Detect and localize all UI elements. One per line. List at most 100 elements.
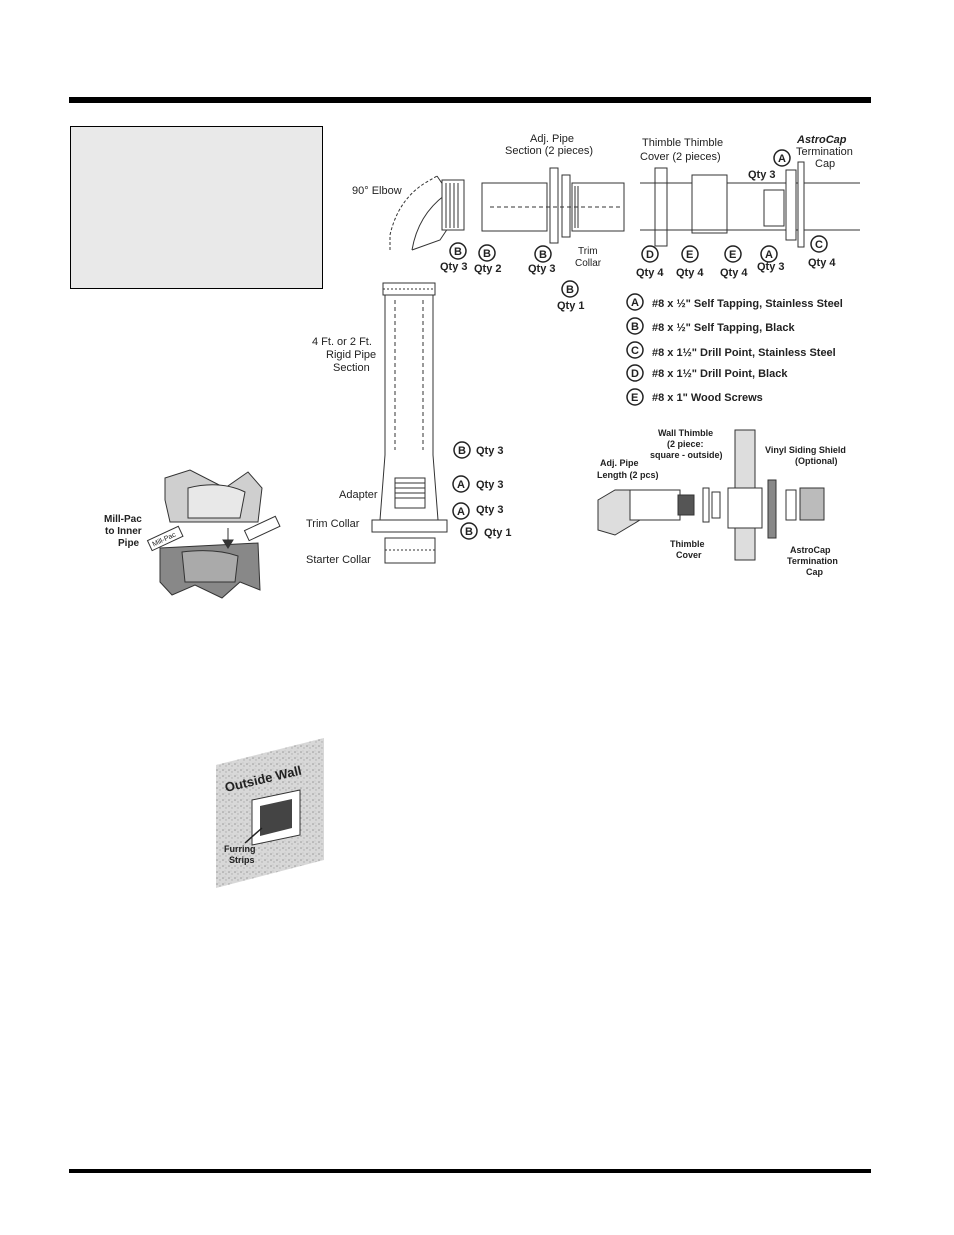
screw-legend: A #8 x ½" Self Tapping, Stainless Steel …: [626, 293, 843, 406]
thimble-label-2: Cover (2 pieces): [640, 151, 721, 163]
furring-label-1: Furring: [224, 844, 256, 854]
callout-b-trim: B Qty 1: [460, 522, 512, 540]
adj-pipe-length-1: Adj. Pipe: [600, 458, 639, 468]
callout-d: D Qty 4: [636, 245, 664, 279]
astrocap-cap-3: Cap: [806, 567, 824, 577]
wall-thimble-label-1: Wall Thimble: [658, 428, 713, 438]
svg-text:#8 x 1½" Drill Point, Stainles: #8 x 1½" Drill Point, Stainless Steel: [652, 347, 836, 359]
astrocap-cap-2: Termination: [787, 556, 838, 566]
outside-wall-diagram: Outside Wall Furring Strips: [216, 738, 324, 888]
svg-text:A: A: [631, 297, 639, 309]
svg-text:Qty 2: Qty 2: [474, 263, 502, 275]
callout-c: C Qty 4: [808, 235, 836, 269]
callout-b-qty2: B Qty 2: [474, 244, 502, 275]
svg-text:E: E: [686, 249, 693, 261]
trim-collar-upper-2: Collar: [575, 258, 602, 269]
thimble-label-1: Thimble Thimble: [642, 137, 723, 149]
svg-text:Qty 4: Qty 4: [676, 267, 704, 279]
elbow-part: [389, 175, 465, 251]
callout-b-collar: B Qty 1: [557, 280, 585, 312]
adj-pipe-label-2: Section (2 pieces): [505, 145, 593, 157]
adapter-label: Adapter: [339, 489, 378, 501]
wall-thimble-label-2: (2 piece:: [667, 439, 704, 449]
millpac-label-3: Pipe: [118, 538, 140, 549]
adj-pipe-length-2: Length (2 pcs): [597, 470, 659, 480]
wall-thimble-diagram: Wall Thimble (2 piece: square - outside)…: [597, 428, 846, 577]
svg-text:Qty 3: Qty 3: [476, 445, 504, 457]
adj-pipe-part: [481, 167, 625, 244]
svg-text:Qty 4: Qty 4: [720, 267, 748, 279]
vent-kit-diagram: 90° Elbow Adj. Pipe Section (2 pieces) T…: [306, 133, 860, 566]
svg-text:B: B: [483, 248, 491, 260]
svg-text:Qty 3: Qty 3: [476, 479, 504, 491]
svg-text:A: A: [457, 506, 465, 518]
svg-text:Qty 3: Qty 3: [476, 504, 504, 516]
rigid-pipe-label-2: Rigid Pipe: [326, 349, 376, 361]
vinyl-shield-label-2: (Optional): [795, 456, 838, 466]
millpac-label-2: to Inner: [105, 526, 142, 537]
astrocap-label-3: Cap: [815, 158, 835, 170]
svg-text:B: B: [465, 526, 473, 538]
svg-text:B: B: [458, 445, 466, 457]
callout-a-low: A Qty 3: [757, 245, 785, 273]
callout-a-adapter: A Qty 3: [452, 475, 504, 493]
legend-item-e: E #8 x 1" Wood Screws: [626, 388, 763, 406]
svg-text:#8 x ½" Self Tapping, Black: #8 x ½" Self Tapping, Black: [652, 322, 795, 334]
note-box: [70, 126, 323, 289]
furring-label-2: Strips: [229, 855, 255, 865]
vinyl-shield-label-1: Vinyl Siding Shield: [765, 445, 846, 455]
svg-text:Qty 4: Qty 4: [636, 267, 664, 279]
svg-text:D: D: [646, 249, 654, 261]
astrocap-cap-1: AstroCap: [790, 545, 831, 555]
starter-collar-label: Starter Collar: [306, 554, 371, 566]
millpac-label-1: Mill-Pac: [104, 514, 142, 525]
svg-text:C: C: [631, 345, 639, 357]
svg-text:Qty 1: Qty 1: [557, 300, 585, 312]
svg-text:B: B: [454, 246, 462, 258]
svg-text:#8 x ½" Self Tapping, Stainles: #8 x ½" Self Tapping, Stainless Steel: [652, 298, 843, 310]
legend-item-c: C #8 x 1½" Drill Point, Stainless Steel: [626, 341, 836, 359]
svg-text:B: B: [566, 284, 574, 296]
thimble-part: [640, 161, 860, 248]
svg-text:#8 x 1" Wood Screws: #8 x 1" Wood Screws: [652, 392, 763, 404]
header-rule: [69, 97, 871, 103]
svg-text:Qty 4: Qty 4: [808, 257, 836, 269]
trim-collar-label: Trim Collar: [306, 518, 360, 530]
callout-a-top: A Qty 3: [748, 149, 791, 181]
svg-text:Qty 3: Qty 3: [440, 261, 468, 273]
svg-text:C: C: [815, 239, 823, 251]
svg-text:Qty 1: Qty 1: [484, 527, 512, 539]
astrocap-label-1: AstroCap: [796, 134, 847, 146]
adj-pipe-label-1: Adj. Pipe: [530, 133, 574, 145]
svg-text:Qty 3: Qty 3: [748, 169, 776, 181]
callout-b-elbow: B Qty 3: [440, 242, 468, 273]
svg-text:B: B: [631, 321, 639, 333]
svg-text:E: E: [631, 392, 638, 404]
callout-b-rigid: B Qty 3: [453, 441, 504, 459]
svg-text:A: A: [457, 479, 465, 491]
svg-text:Qty 3: Qty 3: [757, 261, 785, 273]
footer-rule: [69, 1169, 871, 1173]
trim-collar-upper-1: Trim: [578, 246, 598, 257]
svg-text:E: E: [729, 249, 736, 261]
astrocap-label-2: Termination: [796, 146, 853, 158]
svg-text:#8 x 1½" Drill Point, Black: #8 x 1½" Drill Point, Black: [652, 368, 788, 380]
callout-e-2: E Qty 4: [720, 245, 748, 279]
thimble-cover-1: Thimble: [670, 539, 705, 549]
svg-text:D: D: [631, 368, 639, 380]
callout-e: E Qty 4: [676, 245, 704, 279]
svg-text:A: A: [778, 153, 786, 165]
elbow-label: 90° Elbow: [352, 185, 402, 197]
wall-thimble-label-3: square - outside): [650, 450, 723, 460]
callout-b-pipe: B Qty 3: [528, 245, 556, 275]
svg-text:Qty 3: Qty 3: [528, 263, 556, 275]
svg-text:B: B: [539, 249, 547, 261]
rigid-pipe-label-3: Section: [333, 362, 370, 374]
legend-item-a: A #8 x ½" Self Tapping, Stainless Steel: [626, 293, 843, 311]
legend-item-d: D #8 x 1½" Drill Point, Black: [626, 364, 788, 382]
millpac-diagram: Mill-Pac Mill-Pac to Inner Pipe: [104, 469, 281, 599]
legend-item-b: B #8 x ½" Self Tapping, Black: [626, 317, 795, 335]
callout-a-trim: A Qty 3: [452, 502, 504, 520]
rigid-pipe-part: [371, 282, 448, 564]
thimble-cover-2: Cover: [676, 550, 702, 560]
